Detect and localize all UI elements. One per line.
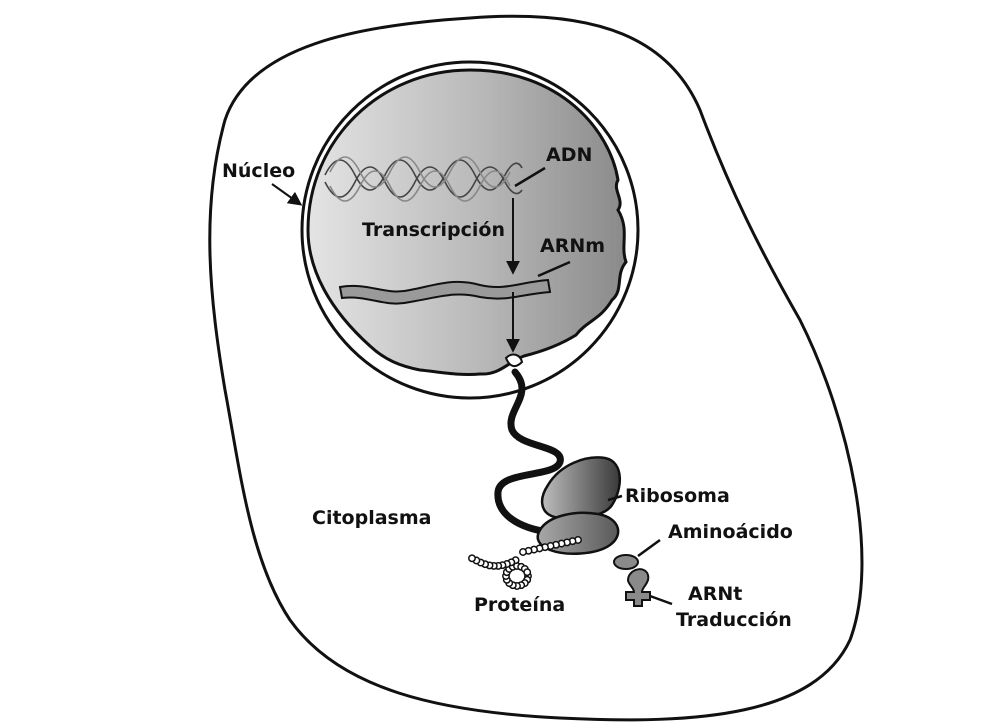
label-nucleus: Núcleo <box>222 160 296 182</box>
label-trna: ARNt <box>688 583 743 605</box>
label-translation: Traducción <box>676 609 792 631</box>
trna-pointer-line <box>649 594 673 606</box>
protein-bead <box>523 568 532 577</box>
label-ribosome: Ribosoma <box>625 485 730 507</box>
mrna-pointer-line <box>537 260 571 278</box>
ribosome-large-subunit <box>540 456 622 520</box>
label-protein: Proteína <box>474 594 566 616</box>
dna-pointer-line <box>514 166 546 188</box>
nuclear-pore <box>504 353 524 368</box>
protein-chain <box>468 536 582 590</box>
label-mrna: ARNm <box>540 235 606 257</box>
label-transcription: Transcripción <box>362 219 506 241</box>
dna-helix <box>324 156 523 202</box>
protein-bead <box>468 554 476 563</box>
protein-bead <box>519 548 527 556</box>
label-cytoplasm: Citoplasma <box>312 507 432 529</box>
amino-acid <box>613 554 639 570</box>
label-dna: ADN <box>546 144 593 166</box>
trna <box>625 568 651 607</box>
label-amino-acid: Aminoácido <box>668 521 793 543</box>
ribosome-pointer-line <box>607 494 623 502</box>
cytoplasm-mrna <box>494 368 564 536</box>
mrna-strand <box>338 278 552 305</box>
cell-membrane <box>208 14 864 722</box>
nucleus-arrow <box>271 183 303 206</box>
amino-acid-pointer-line <box>637 538 661 558</box>
